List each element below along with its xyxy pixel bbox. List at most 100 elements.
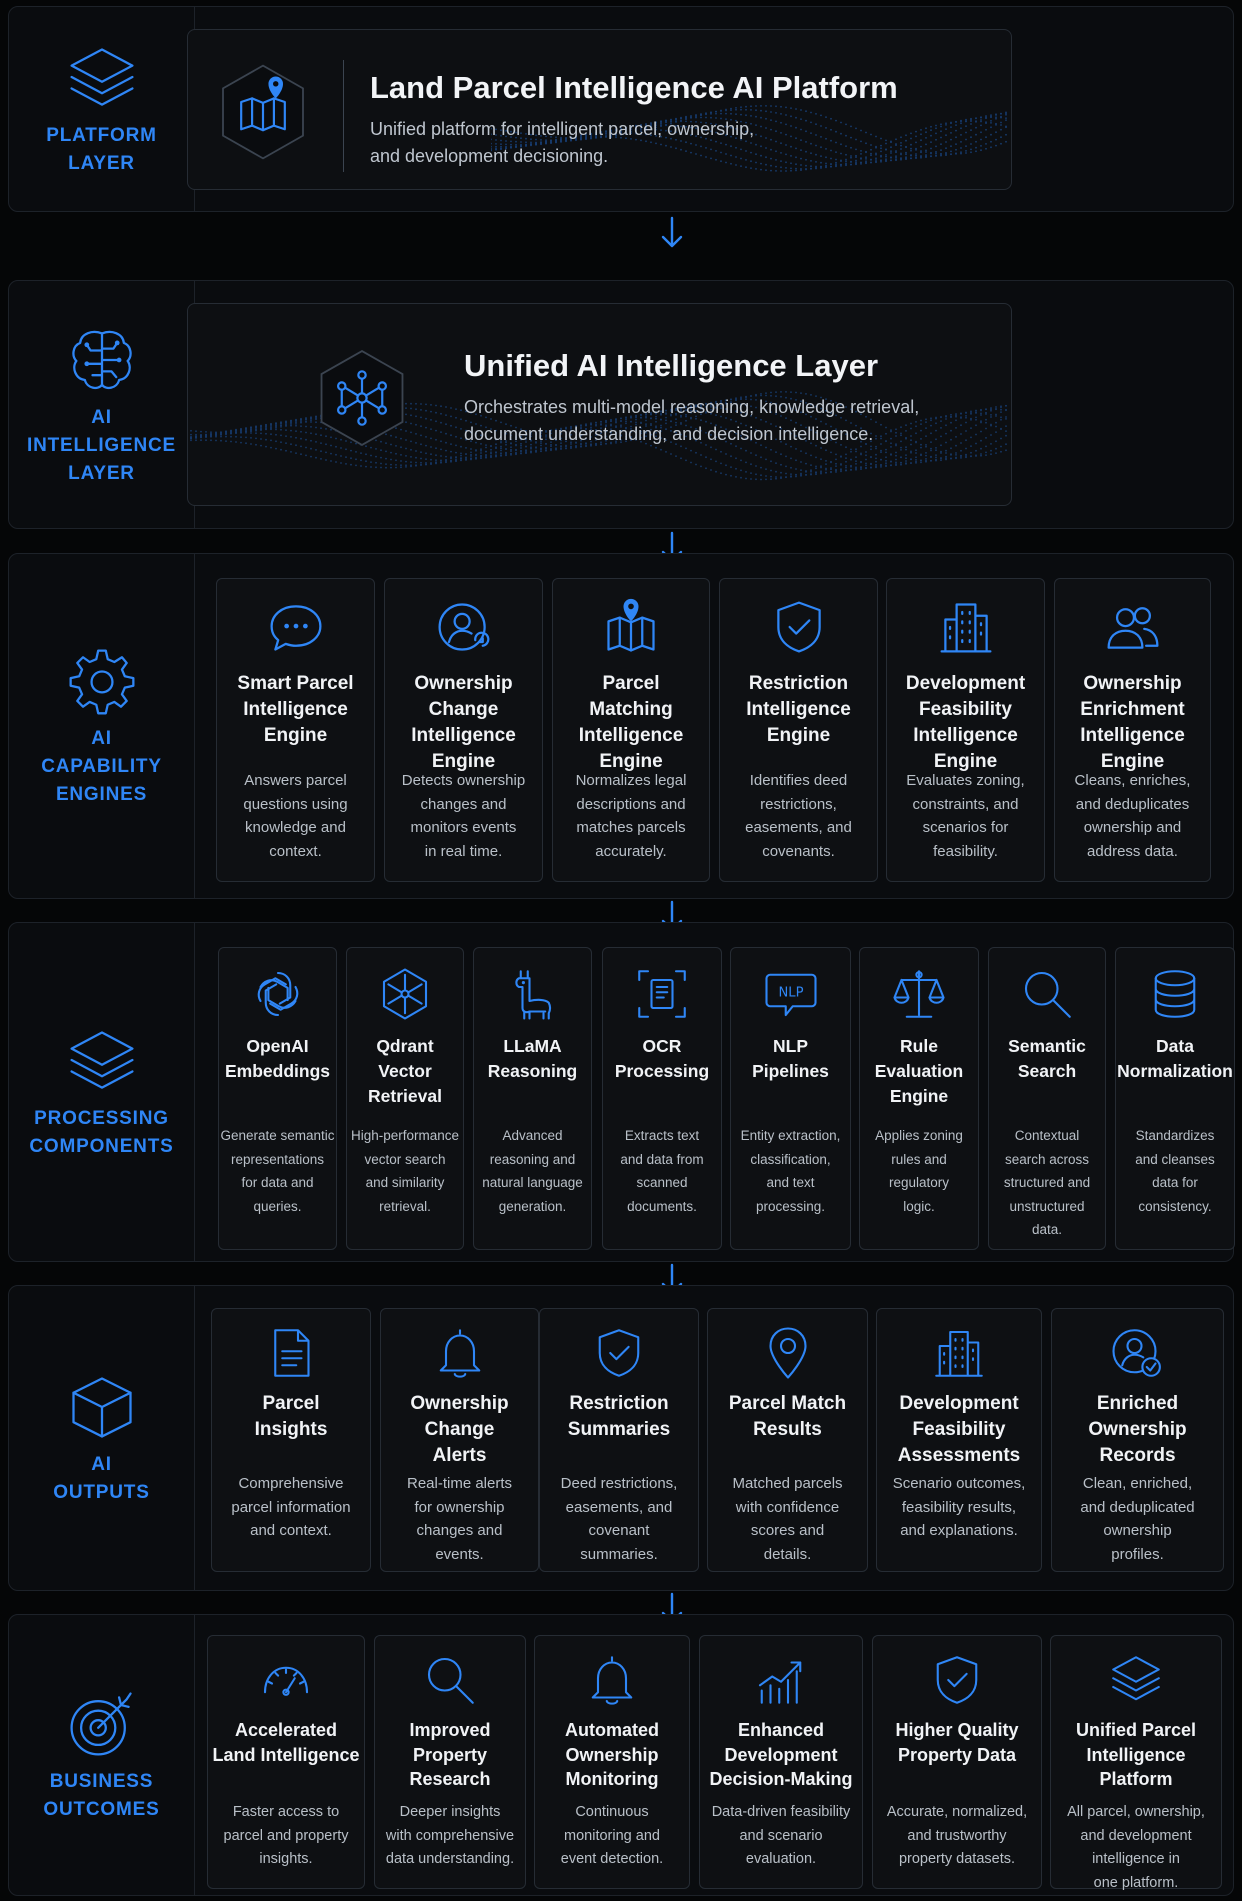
card-title: Development Feasibility Intelligence Eng… xyxy=(905,673,1026,772)
user-refresh-icon xyxy=(438,603,489,651)
capability-layer-title: AI CAPABILITY ENGINES xyxy=(41,728,162,805)
card-title: OpenAI Embeddings xyxy=(224,1036,330,1081)
ai-layer-title: Unified AI Intelligence Layer xyxy=(464,348,879,383)
card-description: Generate semantic representations for da… xyxy=(220,1128,335,1214)
scales-icon xyxy=(893,970,945,1018)
card-title: Smart Parcel Intelligence Engine xyxy=(237,673,354,746)
card-description: Cleans, enriches, and deduplicates owner… xyxy=(1074,772,1191,860)
card-title: Enhanced Development Decision-Making xyxy=(709,1720,853,1789)
card-description: Detects ownership changes and monitors e… xyxy=(401,772,526,860)
card-title: Improved Property Research xyxy=(409,1720,491,1789)
card-description: All parcel, ownership, and development i… xyxy=(1067,1804,1205,1891)
card-title: Automated Ownership Monitoring xyxy=(565,1720,659,1789)
card-description: Matched parcels with confidence scores a… xyxy=(732,1475,843,1563)
platform-title: Land Parcel Intelligence AI Platform xyxy=(370,70,898,105)
speedometer-icon xyxy=(263,1666,309,1696)
card-description: Data-driven feasibility and scenario eva… xyxy=(711,1804,851,1867)
business-outcomes-layer: BUSINESS OUTCOMES Accelerated Land Intel… xyxy=(8,1614,1234,1896)
card-description: Extracts text and data from scanned docu… xyxy=(620,1128,704,1214)
network-icon xyxy=(320,350,404,446)
card-description: Identifies deed restrictions, easements,… xyxy=(745,772,852,860)
wave-decoration xyxy=(491,105,1007,172)
card-description: High-performance vector search and simil… xyxy=(350,1128,460,1214)
user-check-icon xyxy=(1111,1329,1161,1377)
cap-card[interactable]: Ownership Enrichment Intelligence Engine… xyxy=(1054,578,1211,882)
platform-layer-label: PLATFORM LAYER xyxy=(9,7,195,211)
card-description: Standardizes and cleanses data for consi… xyxy=(1135,1128,1215,1214)
card-title: OCR Processing xyxy=(614,1036,710,1081)
shield-check-icon xyxy=(776,601,821,653)
ai-intelligence-layer-title: AI INTELLIGENCE LAYER xyxy=(27,406,176,484)
growth-chart-icon xyxy=(758,1661,802,1704)
capability-engines-layer: AI CAPABILITY ENGINES Smart Parcel Intel… xyxy=(8,553,1234,899)
card-description: Advanced reasoning and natural language … xyxy=(482,1128,583,1214)
outputs-layer-title: AI OUTPUTS xyxy=(53,1454,150,1503)
card-title: Higher Quality Property Data xyxy=(895,1720,1019,1765)
database-icon xyxy=(1154,970,1196,1018)
buildings-icon xyxy=(940,603,991,653)
card-title: Development Feasibility Assessments xyxy=(897,1393,1021,1466)
card-description: Entity extraction, classification, and t… xyxy=(740,1128,841,1214)
shield-check-icon xyxy=(598,1329,640,1377)
card-title: Parcel Match Results xyxy=(728,1393,847,1440)
card-description: Faster access to parcel and property ins… xyxy=(223,1804,349,1867)
cube-icon xyxy=(71,1377,132,1438)
bell-icon xyxy=(591,1656,633,1705)
location-pin-icon xyxy=(768,1327,807,1379)
card-title: Parcel Insights xyxy=(254,1393,328,1440)
cap-card[interactable]: Development Feasibility Intelligence Eng… xyxy=(886,578,1045,882)
bell-icon xyxy=(439,1329,480,1378)
ai-intelligence-layer: AI INTELLIGENCE LAYER Unified AI Intelli… xyxy=(8,280,1234,529)
platform-layer: PLATFORM LAYER Land Parcel Intelligence … xyxy=(8,6,1234,212)
card-description: Continuous monitoring and event detectio… xyxy=(560,1804,664,1867)
card-title: LLaMA Reasoning xyxy=(487,1036,578,1081)
card-description: Normalizes legal descriptions and matche… xyxy=(575,772,687,860)
platform-description: Unified platform for intelligent parcel,… xyxy=(370,119,755,166)
scan-document-icon xyxy=(638,970,686,1018)
card-description: Comprehensive parcel information and con… xyxy=(231,1475,351,1539)
card-description: Applies zoning rules and regulatory logi… xyxy=(875,1128,963,1214)
map-pin-icon xyxy=(607,598,655,652)
capability-layer-label: AI CAPABILITY ENGINES xyxy=(9,554,195,898)
card-description: Evaluates zoning, constraints, and scena… xyxy=(906,772,1025,860)
card-description: Scenario outcomes, feasibility results, … xyxy=(892,1475,1026,1539)
chat-icon xyxy=(270,605,321,651)
card-description: Answers parcel questions using knowledge… xyxy=(243,772,348,860)
card-title: Ownership Change Alerts xyxy=(410,1393,509,1466)
outcomes-layer-title: BUSINESS OUTCOMES xyxy=(43,1771,160,1820)
card-title: Ownership Enrichment Intelligence Engine xyxy=(1080,673,1185,772)
gear-icon xyxy=(69,649,134,715)
card-title: Unified Parcel Intelligence Platform xyxy=(1075,1720,1197,1789)
hexagon-network-icon xyxy=(382,968,428,1020)
outcomes-layer-label: BUSINESS OUTCOMES xyxy=(9,1615,195,1895)
svg-text:NLP: NLP xyxy=(778,986,803,1001)
search-icon xyxy=(427,1657,474,1704)
processing-layer-label: PROCESSING COMPONENTS xyxy=(9,923,195,1261)
nlp-bubble-icon: NLP xyxy=(764,973,817,1017)
